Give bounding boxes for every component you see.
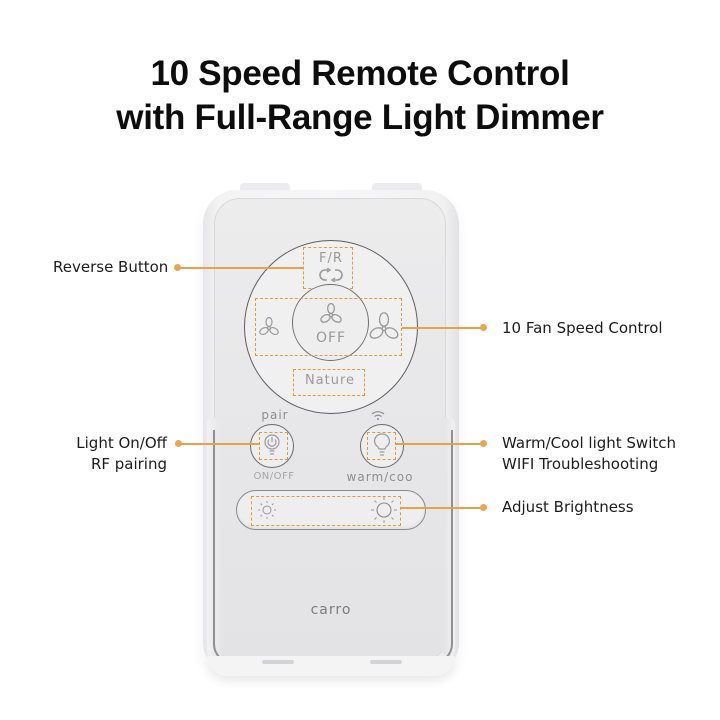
- sun-large-icon: [370, 496, 398, 524]
- power-bulb-icon: [263, 433, 281, 457]
- pair-label: pair: [261, 408, 289, 422]
- callout-brightness: Adjust Brightness: [502, 498, 634, 516]
- on-off-label: ON/OFF: [253, 471, 295, 482]
- holder-foot-left: [262, 660, 294, 664]
- fan-icon: [320, 303, 342, 325]
- nature-label: Nature: [304, 373, 356, 388]
- callout-warm-cool-line2: WIFI Troubleshooting: [502, 455, 659, 473]
- callout-dot-warm-cool: [480, 440, 487, 447]
- callout-dot-fan-speed: [480, 324, 487, 331]
- callout-reverse: Reverse Button: [53, 258, 169, 276]
- reverse-label: F/R: [319, 251, 343, 266]
- sun-small-icon: [257, 500, 277, 520]
- fan-off-button[interactable]: [292, 284, 369, 361]
- title-line-1: 10 Speed Remote Control: [150, 54, 570, 93]
- warm-cool-label: warm/coo: [346, 470, 414, 484]
- callout-light: Light On/Off RF pairing: [40, 433, 167, 475]
- callout-light-line2: RF pairing: [90, 455, 167, 473]
- callout-light-line1: Light On/Off: [76, 434, 167, 452]
- fan-small-icon: [259, 317, 279, 336]
- page-title: 10 Speed Remote Control with Full-Range …: [0, 52, 720, 140]
- fan-large-icon: [369, 312, 399, 339]
- fan-high-button[interactable]: [369, 312, 399, 342]
- leader-reverse: [178, 267, 303, 269]
- callout-dot-light: [175, 440, 182, 447]
- callout-fan-speed: 10 Fan Speed Control: [502, 319, 663, 337]
- reverse-button[interactable]: F/R: [306, 251, 356, 266]
- cradle-lip: [207, 656, 455, 676]
- bulb-icon: [373, 432, 391, 458]
- fan-low-button[interactable]: [259, 317, 279, 337]
- leader-fan-speed: [402, 327, 482, 329]
- holder-foot-right: [370, 660, 402, 664]
- callout-dot-brightness: [480, 504, 487, 511]
- callout-warm-cool-line1: Warm/Cool light Switch: [502, 434, 677, 452]
- callout-dot-reverse: [174, 264, 181, 271]
- leader-light: [179, 443, 259, 445]
- leader-brightness: [401, 507, 482, 509]
- off-label: OFF: [315, 330, 347, 346]
- leader-warm-cool: [396, 443, 482, 445]
- brand-logo: carro: [310, 602, 352, 618]
- wifi-icon: [371, 410, 385, 420]
- reverse-arrows-icon: [318, 268, 344, 282]
- nature-button[interactable]: Nature: [295, 373, 365, 388]
- title-line-2: with Full-Range Light Dimmer: [116, 98, 604, 137]
- callout-warm-cool: Warm/Cool light Switch WIFI Troubleshoot…: [502, 433, 676, 475]
